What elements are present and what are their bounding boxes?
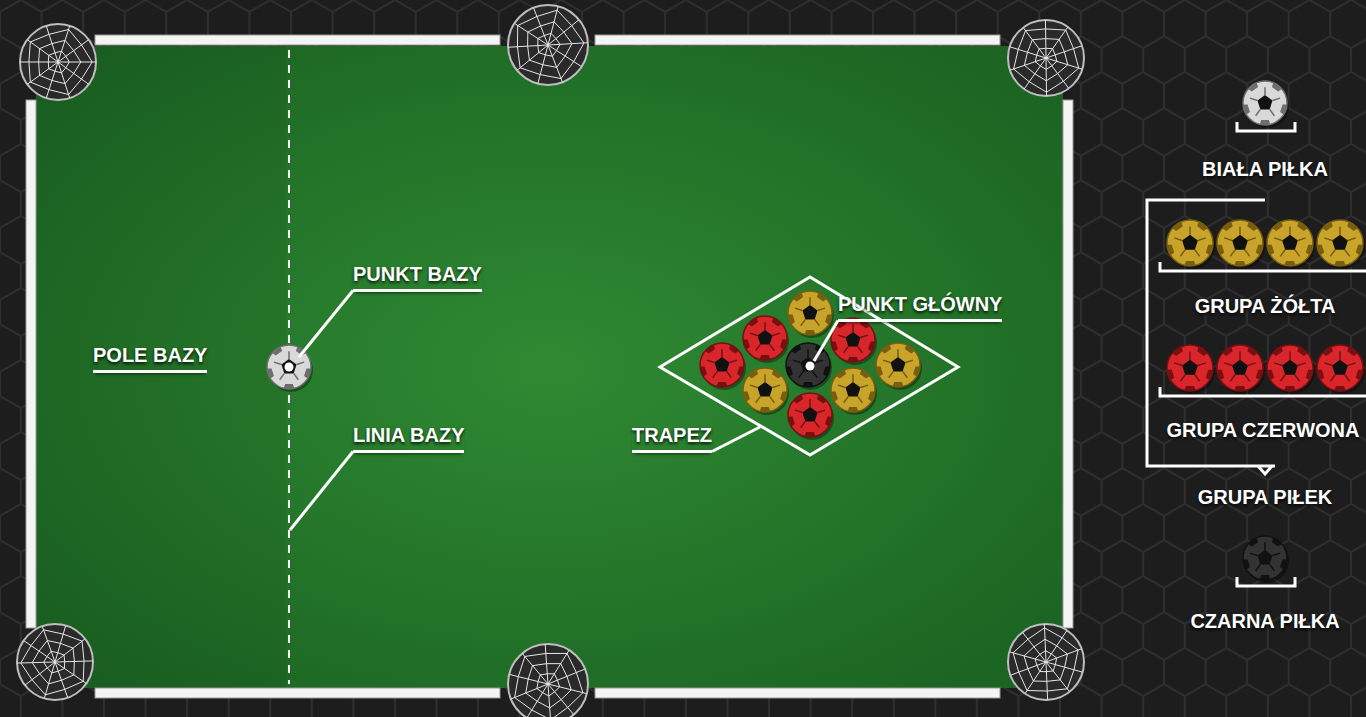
pocket-net <box>1008 20 1084 96</box>
red-ball-icon <box>1161 343 1219 398</box>
callout-label: TRAPEZ <box>632 423 712 453</box>
yellow-ball-icon <box>1311 218 1366 273</box>
leader-line <box>712 427 760 452</box>
yellow-ball <box>825 367 880 420</box>
white-ball <box>261 344 316 397</box>
pocket-net <box>508 644 588 717</box>
callout-label: LINIA BAZY <box>353 423 464 453</box>
legend-bracket <box>1237 122 1295 131</box>
pocket-net <box>508 5 588 85</box>
yellow-ball-icon <box>1161 218 1219 273</box>
red-ball <box>694 342 749 395</box>
pocket-net <box>1008 624 1084 700</box>
yellow-ball-icon <box>1261 218 1319 273</box>
table-rail <box>95 688 500 698</box>
callout-label: PUNKT BAZY <box>353 262 482 292</box>
legend-bracket <box>1160 262 1366 271</box>
table-felt <box>36 46 1063 688</box>
legend-label: CZARNA PIŁKA <box>1190 609 1339 633</box>
base-field-shade <box>36 46 286 688</box>
red-ball-icon <box>1211 343 1269 398</box>
base-spot <box>285 363 294 372</box>
callout-label: PUNKT GŁÓWNY <box>838 292 1002 322</box>
leader-line <box>290 452 353 531</box>
table-rail <box>595 688 1000 698</box>
pocket-net <box>17 624 93 700</box>
legend-label: BIAŁA PIŁKA <box>1202 157 1328 181</box>
table-rail <box>95 35 500 45</box>
white-ball-icon <box>1237 80 1292 133</box>
yellow-ball <box>870 342 925 395</box>
legend-bracket <box>1160 387 1366 396</box>
red-ball-icon <box>1261 343 1319 398</box>
legend-label: GRUPA ŻÓŁTA <box>1195 294 1336 318</box>
leader-line <box>814 321 838 362</box>
yellow-ball <box>737 367 792 420</box>
legend-bracket <box>1237 577 1295 586</box>
red-ball-icon <box>1311 343 1366 398</box>
table-rail <box>1063 100 1073 628</box>
foot-spot <box>806 362 815 371</box>
legend-label: GRUPA CZERWONA <box>1167 418 1360 442</box>
table-rail <box>26 100 36 628</box>
black-ball-icon <box>1237 535 1292 588</box>
callout-label: POLE BAZY <box>93 343 207 373</box>
pocket-net <box>20 24 96 100</box>
red-ball <box>825 317 880 370</box>
legend-bracket <box>1258 466 1272 474</box>
yellow-ball-icon <box>1211 218 1269 273</box>
black-ball <box>780 342 835 395</box>
callout-label: GRUPA PIŁEK <box>1198 485 1332 509</box>
table-rail <box>595 35 1000 45</box>
red-ball <box>737 315 792 368</box>
leader-line <box>299 291 353 358</box>
red-ball <box>782 392 837 445</box>
